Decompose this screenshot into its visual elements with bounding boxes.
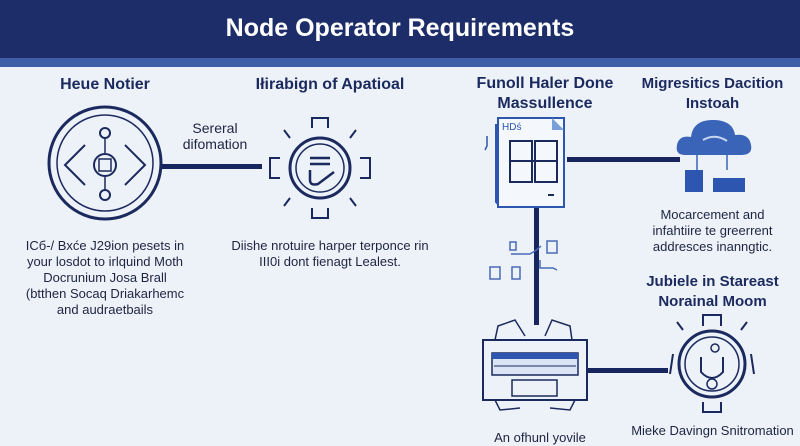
- section-caption-6: An ofhunl yovile: [494, 430, 586, 445]
- node-circle-icon: [47, 105, 163, 221]
- text-line: Docrunium Josa Brall: [43, 270, 167, 285]
- text-line: Funoll Haler Done: [476, 75, 614, 92]
- text-line: and audraetbails: [56, 302, 154, 317]
- section-text-2: Diishe nrotuire harper terponce rin III0…: [220, 238, 440, 270]
- connector-label: Sereral difomation: [160, 120, 270, 152]
- document-icon: [484, 117, 565, 208]
- connector-line: [567, 157, 680, 162]
- text-line: Norainal Moom: [658, 293, 767, 310]
- section-text-1: ICб-/ Bxće J29ion pesets in your losdot …: [0, 238, 210, 318]
- text-line: ICб-/ Bxće J29ion pesets in: [25, 238, 185, 253]
- gear-bulb-icon: [669, 314, 755, 413]
- text-line: III0i dont fienagt Lealest.: [259, 254, 401, 269]
- section-heading-1: Heue Notier: [60, 76, 150, 93]
- text-line: your losdot to irlquind Moth: [26, 254, 184, 269]
- section-heading-4: Migresitics Dacition Instoah: [620, 74, 800, 114]
- section-heading-2: Iłirabign of Apatioal: [255, 76, 405, 93]
- text-line: Sereral: [192, 120, 238, 136]
- text-line: Massullence: [497, 95, 593, 112]
- text-line: Jubiele in Stareast: [646, 273, 779, 290]
- text-line: Instoah: [685, 95, 740, 112]
- page-title: Node Operator Requirements: [225, 14, 575, 42]
- document-label: HDś: [502, 122, 522, 133]
- gear-icon: [269, 117, 371, 219]
- section-caption-5: Mieke Davingn Snitromation: [631, 423, 794, 438]
- text-line: difomation: [182, 136, 248, 152]
- text-line: Migresitics Dacition: [641, 75, 784, 92]
- text-line: Diishe nrotuire harper terponce rin: [231, 238, 429, 253]
- text-line: addresces inanngtic.: [652, 239, 773, 254]
- device-panel-icon: [482, 319, 588, 411]
- connector-line: [162, 164, 262, 169]
- text-line: (btthen Socaq Driakarhemc: [25, 286, 185, 301]
- network-nodes-icon: [489, 240, 558, 280]
- header-stripe: [0, 58, 800, 67]
- text-line: infahtiire te greerrent: [652, 223, 773, 238]
- section-heading-3: Funoll Haler Done Massullence: [455, 74, 635, 114]
- section-heading-5: Jubiele in Stareast Norainal Moom: [620, 272, 800, 312]
- section-text-4: Mocarcement and infahtiire te greerrent …: [620, 207, 800, 255]
- cloud-icon: [676, 119, 752, 192]
- connector-line: [588, 368, 668, 373]
- text-line: Mocarcement and: [660, 207, 765, 222]
- header-bar: [0, 0, 800, 58]
- connector-line-vertical: [534, 208, 539, 325]
